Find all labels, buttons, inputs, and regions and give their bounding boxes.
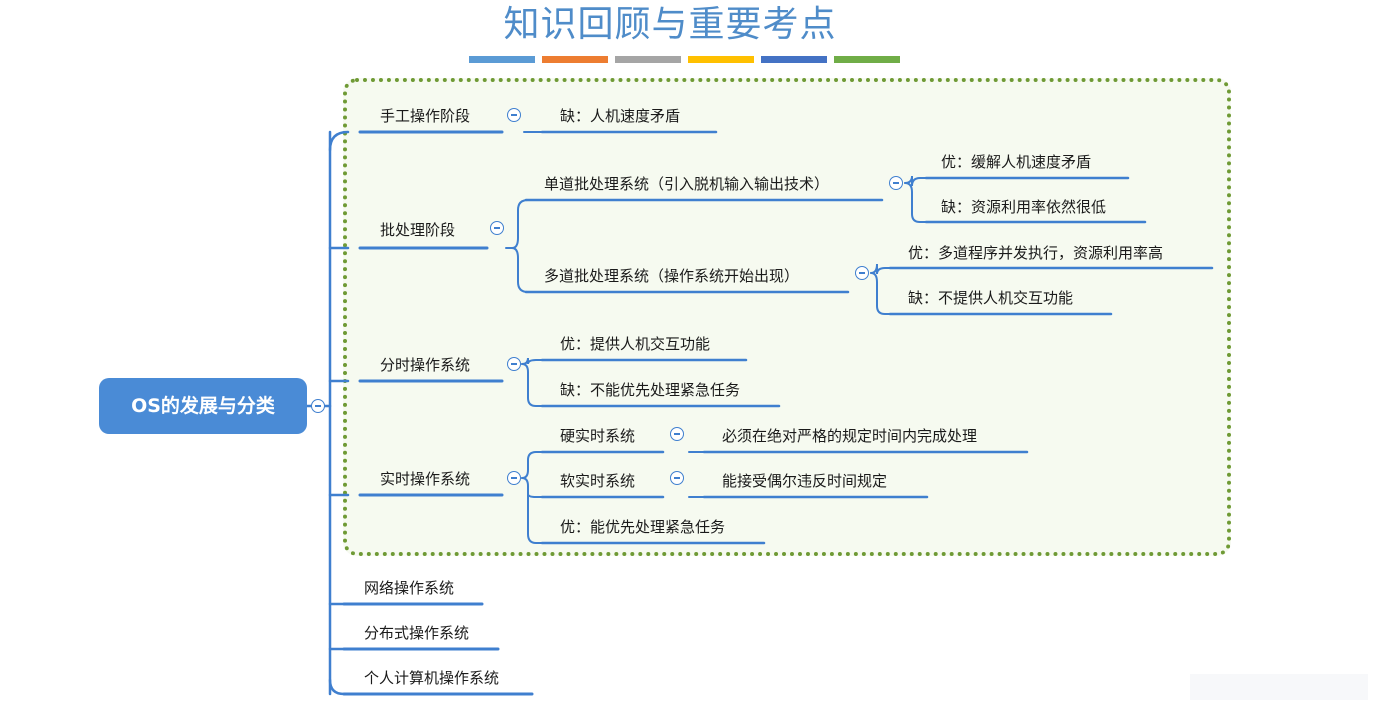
collapse-single-batch-icon[interactable] — [889, 176, 903, 190]
connector-rt-soft — [521, 477, 543, 498]
connector-rt-hard — [521, 451, 543, 479]
node-single-batch[interactable]: 单道批处理系统（引入脱机输入输出技术） — [544, 175, 830, 193]
node-timesharing-con[interactable]: 缺：不能优先处理紧急任务 — [560, 381, 741, 399]
color-segment — [615, 56, 681, 63]
color-segment — [834, 56, 900, 63]
collapse-manual-icon[interactable] — [507, 108, 521, 122]
collapse-hard-icon[interactable] — [670, 427, 684, 441]
connector-batch-single — [505, 199, 541, 249]
node-hard-desc[interactable]: 必须在绝对严格的规定时间内完成处理 — [722, 427, 978, 445]
page-title: 知识回顾与重要考点 — [503, 4, 837, 45]
connector-batch-multi — [511, 247, 541, 293]
node-single-con[interactable]: 缺：资源利用率依然很低 — [941, 198, 1107, 216]
collapse-timesharing-icon[interactable] — [507, 357, 521, 371]
highlight-frame — [343, 78, 1231, 556]
connector-ts-con — [521, 363, 543, 407]
node-network-os[interactable]: 网络操作系统 — [364, 579, 455, 597]
node-manual-con[interactable]: 缺：人机速度矛盾 — [560, 107, 681, 125]
node-distributed-os[interactable]: 分布式操作系统 — [364, 624, 470, 642]
collapse-root-icon[interactable] — [311, 399, 325, 413]
collapse-realtime-icon[interactable] — [507, 471, 521, 485]
node-pc-os[interactable]: 个人计算机操作系统 — [364, 669, 500, 687]
connector-single-pro — [904, 175, 927, 187]
collapse-soft-icon[interactable] — [670, 471, 684, 485]
branch-manual — [328, 130, 350, 152]
node-batch-stage[interactable]: 批处理阶段 — [380, 221, 456, 239]
node-timesharing[interactable]: 分时操作系统 — [380, 356, 471, 374]
node-multi-con[interactable]: 缺：不提供人机交互功能 — [908, 289, 1074, 307]
branch-pc — [328, 678, 346, 696]
node-soft-realtime[interactable]: 软实时系统 — [560, 472, 636, 490]
connector-multi-pro — [870, 263, 891, 275]
node-hard-realtime[interactable]: 硬实时系统 — [560, 427, 636, 445]
color-segment — [469, 56, 535, 63]
node-realtime-pro[interactable]: 优：能优先处理紧急任务 — [560, 518, 726, 536]
title-color-strip — [469, 56, 900, 63]
collapse-batch-icon[interactable] — [490, 221, 504, 235]
collapse-multi-batch-icon[interactable] — [855, 266, 869, 280]
node-single-pro[interactable]: 优：缓解人机速度矛盾 — [941, 153, 1092, 171]
root-node[interactable]: OS的发展与分类 — [99, 378, 307, 434]
background-patch — [1190, 674, 1368, 700]
color-segment — [542, 56, 608, 63]
color-segment — [688, 56, 754, 63]
node-multi-batch[interactable]: 多道批处理系统（操作系统开始出现） — [544, 267, 800, 285]
node-realtime[interactable]: 实时操作系统 — [380, 470, 471, 488]
connector-multi-con — [870, 272, 891, 315]
node-timesharing-pro[interactable]: 优：提供人机交互功能 — [560, 335, 711, 353]
node-multi-pro[interactable]: 优：多道程序并发执行，资源利用率高 — [908, 244, 1164, 262]
connector-ts-pro — [521, 357, 543, 365]
color-segment — [761, 56, 827, 63]
connector-single-con — [904, 182, 927, 223]
node-soft-desc[interactable]: 能接受偶尔违反时间规定 — [722, 472, 888, 490]
connector-rt-pro — [527, 493, 543, 544]
node-manual-stage[interactable]: 手工操作阶段 — [380, 107, 471, 125]
